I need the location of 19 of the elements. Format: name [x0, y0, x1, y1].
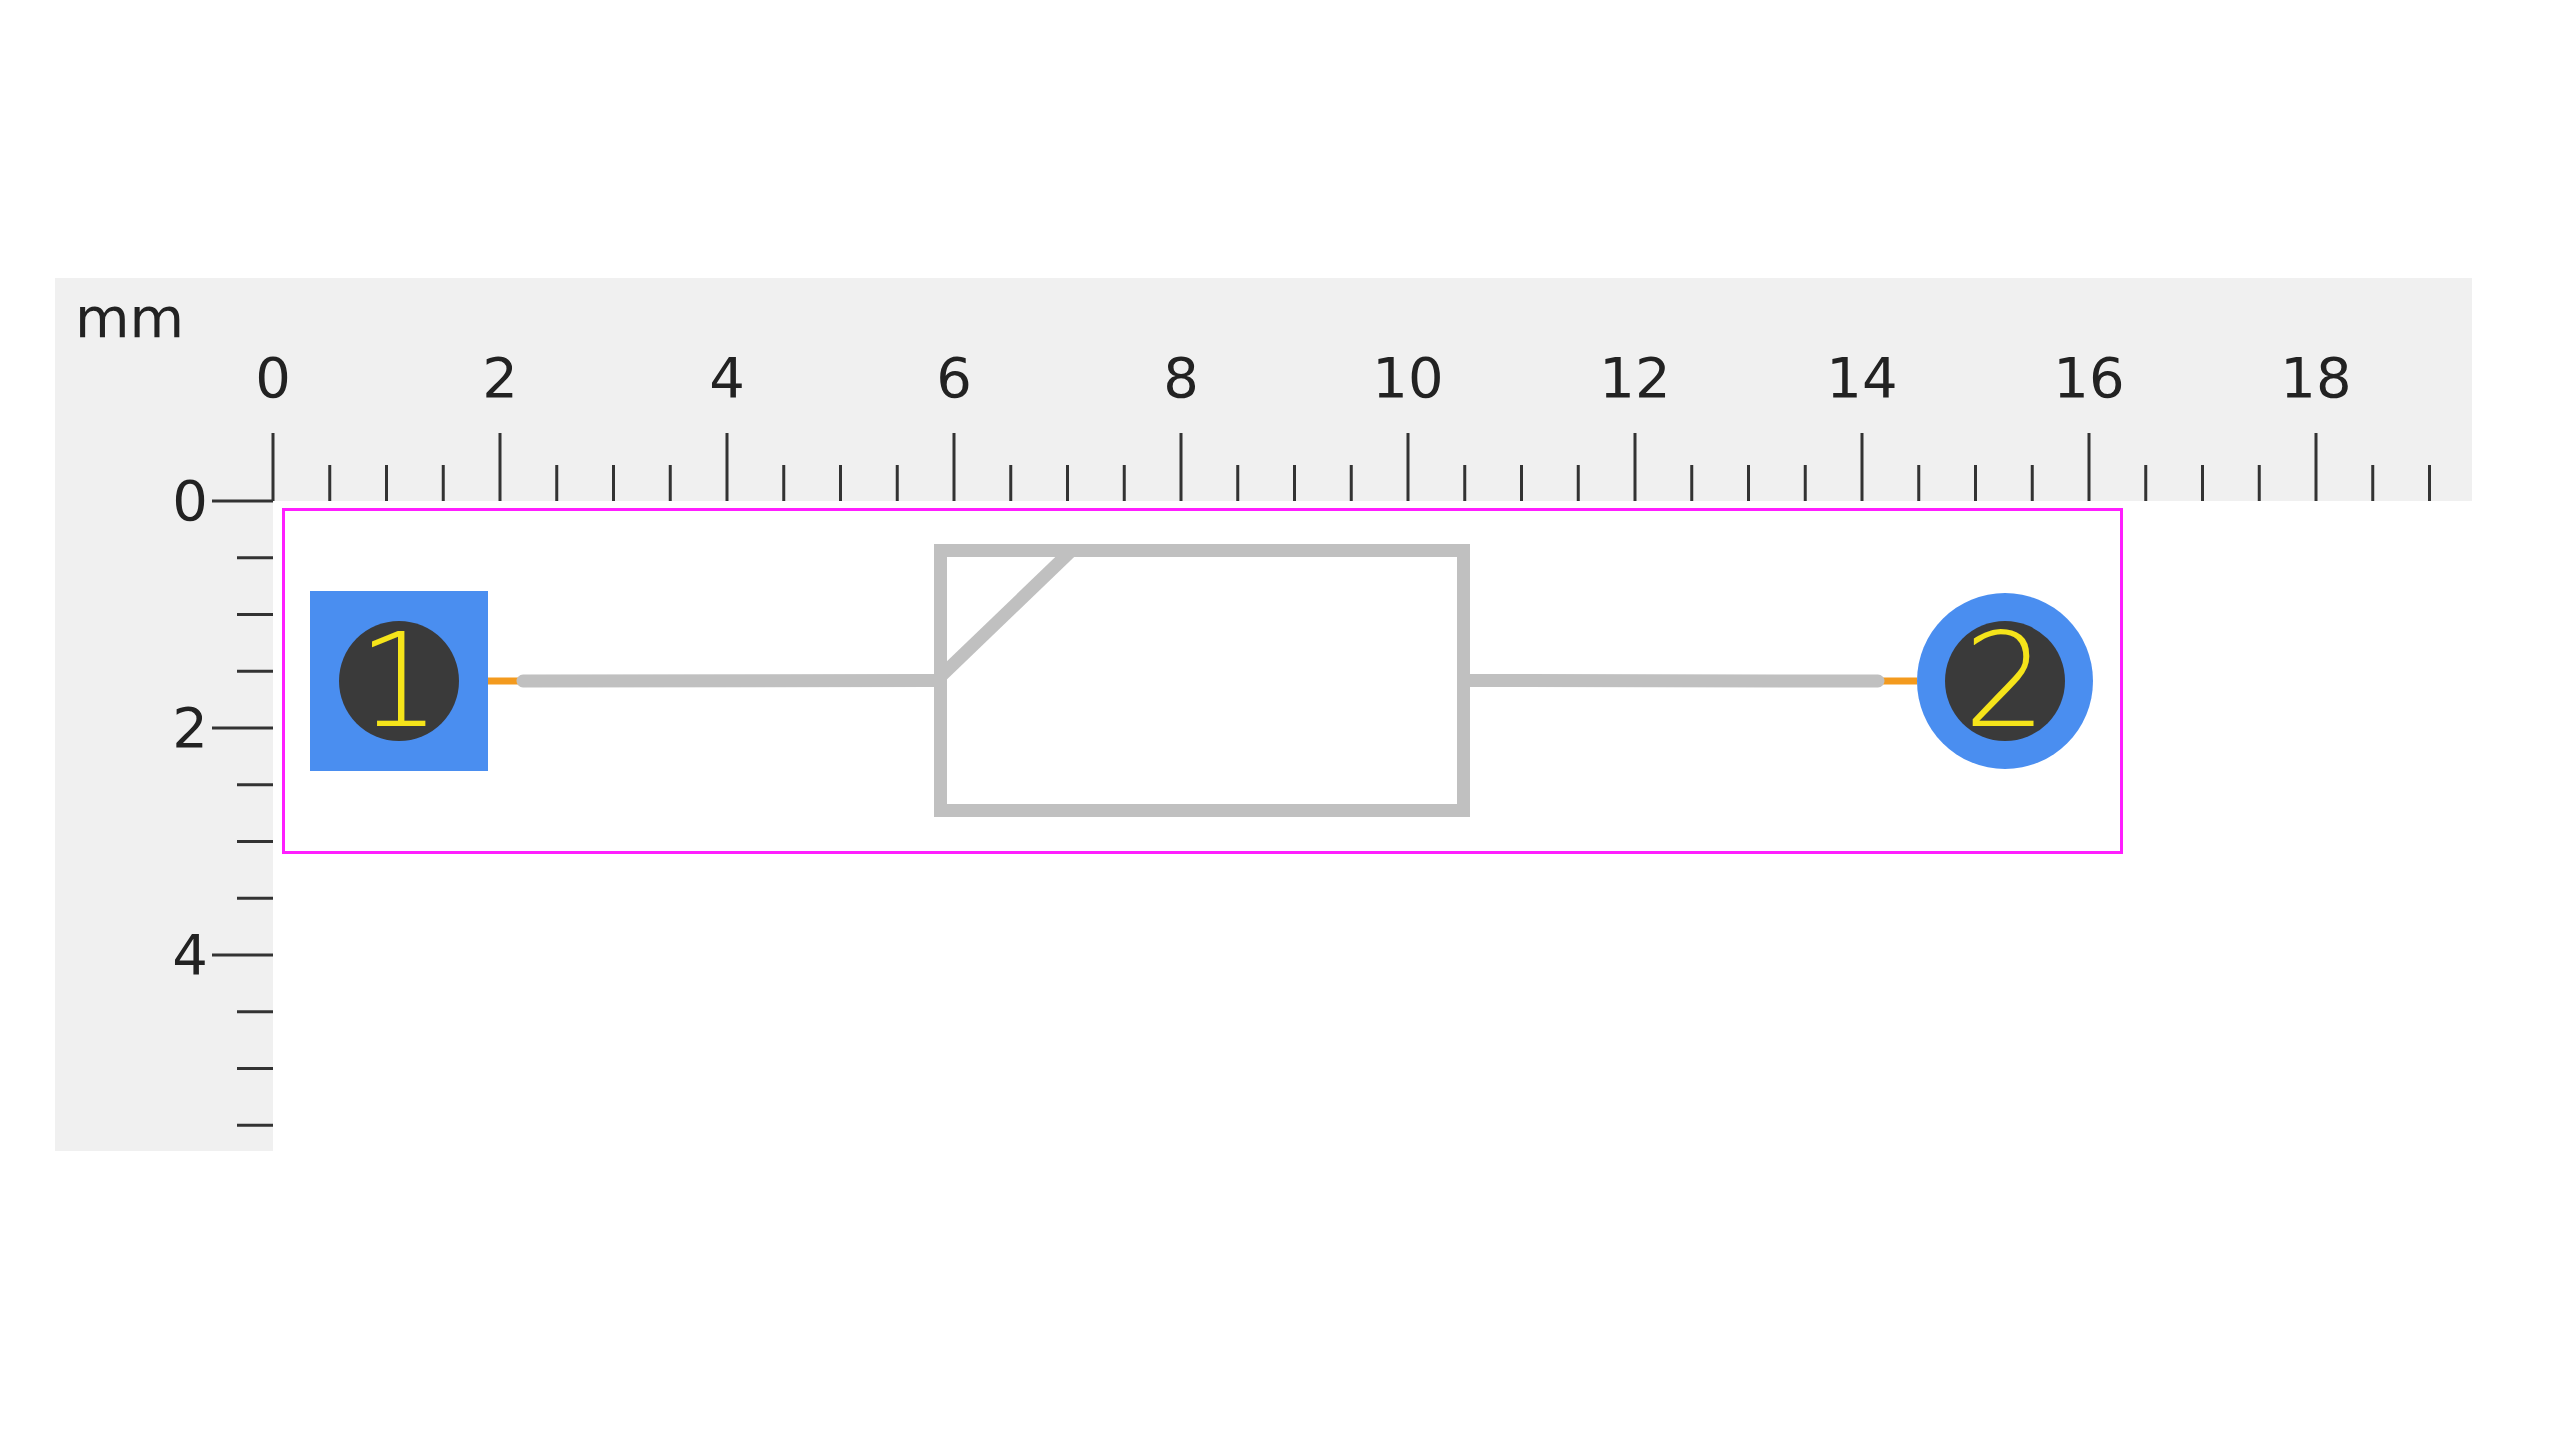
ruler-number: 12	[1599, 350, 1671, 406]
ruler-number: 10	[1372, 350, 1444, 406]
ruler-number: 18	[2280, 350, 2352, 406]
ruler-number: 4	[172, 927, 208, 983]
pad-number: 1	[357, 616, 441, 746]
component-body	[934, 544, 1470, 817]
ruler-number: 2	[172, 700, 208, 756]
ruler-number: 0	[255, 350, 291, 406]
ruler-number: 16	[2053, 350, 2125, 406]
unit-label: mm	[75, 290, 185, 346]
board-outline	[282, 508, 2123, 854]
ruler-number: 2	[482, 350, 518, 406]
ruler-number: 4	[709, 350, 745, 406]
ruler-number: 14	[1826, 350, 1898, 406]
ruler-number: 8	[1163, 350, 1199, 406]
ruler-number: 6	[936, 350, 972, 406]
square-pad	[310, 591, 488, 771]
pad-number: 2	[1963, 616, 2047, 746]
ruler-number: 0	[172, 473, 208, 529]
